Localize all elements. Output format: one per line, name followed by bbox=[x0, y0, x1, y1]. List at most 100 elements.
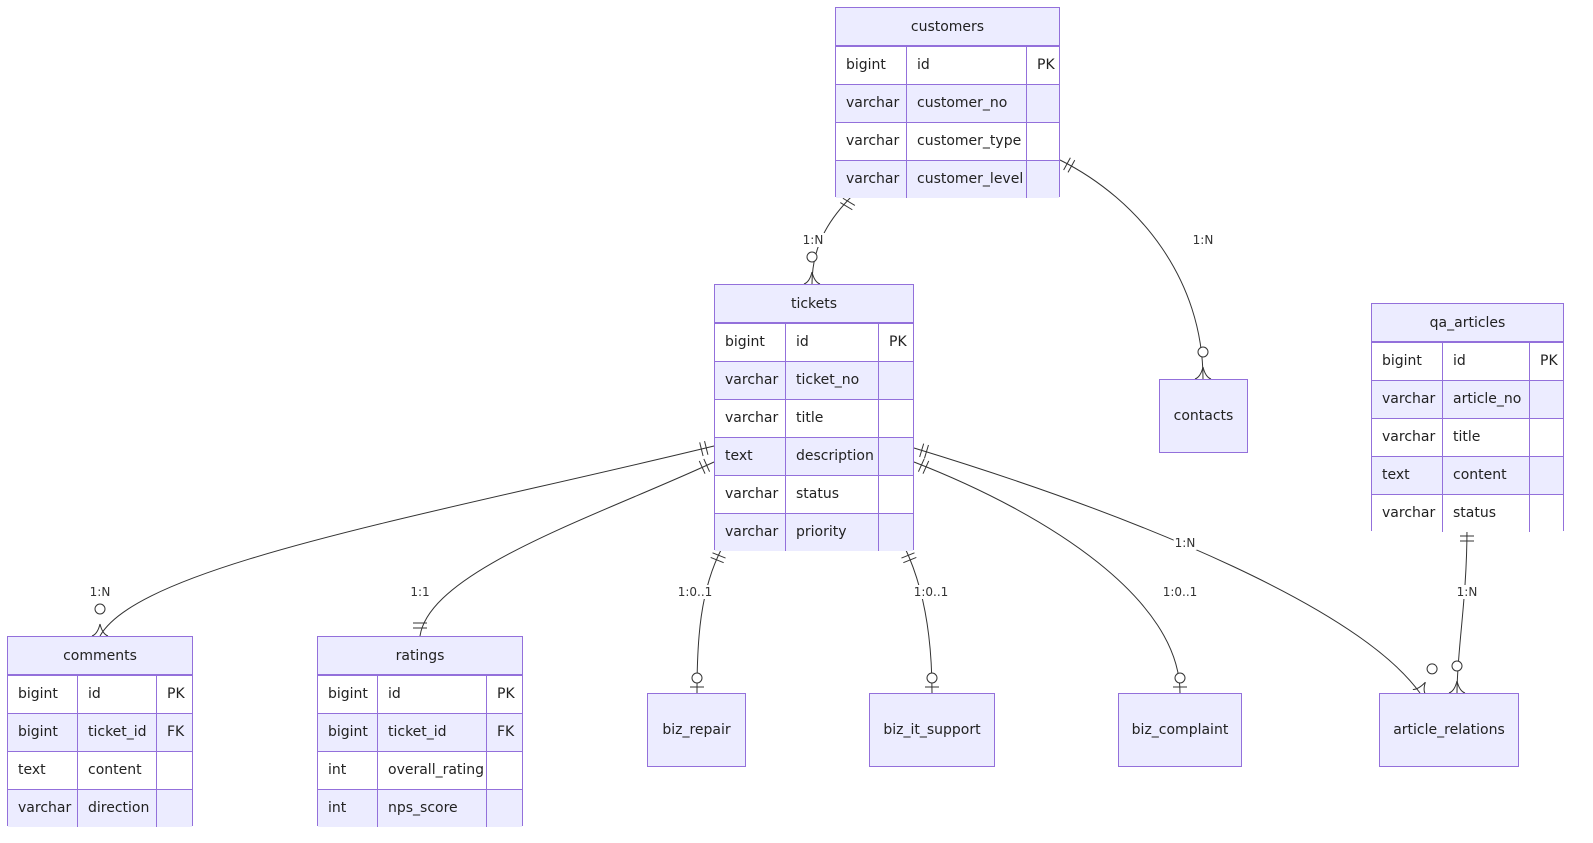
attribute-key bbox=[1026, 161, 1061, 198]
attribute-type: varchar bbox=[846, 171, 900, 187]
attribute-name: nps_score bbox=[377, 790, 486, 827]
attribute-type: varchar bbox=[1382, 391, 1436, 407]
attribute-key: PK bbox=[1529, 343, 1565, 380]
entity-biz-repair[interactable]: biz_repair bbox=[647, 693, 746, 767]
cardinality-marker-zero-or-many bbox=[91, 603, 109, 637]
entity-contacts[interactable]: contacts bbox=[1159, 379, 1248, 453]
attribute-name: id bbox=[1442, 343, 1529, 380]
relationship-label: 1:N bbox=[801, 233, 825, 247]
relationship-line bbox=[811, 194, 854, 285]
entity-biz-complaint[interactable]: biz_complaint bbox=[1118, 693, 1242, 767]
cardinality-marker-zero-or-one bbox=[1173, 672, 1187, 688]
attribute-name: ticket_id bbox=[77, 714, 156, 751]
entity-title: tickets bbox=[715, 285, 913, 323]
attribute-type: varchar bbox=[725, 486, 779, 502]
relationship-label: 1:N bbox=[1455, 585, 1479, 599]
relationship-line bbox=[99, 445, 715, 637]
attribute-key bbox=[1529, 419, 1565, 456]
cardinality-marker-one bbox=[1063, 157, 1076, 173]
attribute-key bbox=[878, 400, 915, 437]
attribute-type: varchar bbox=[725, 524, 779, 540]
attribute-type: bigint bbox=[725, 334, 765, 350]
entity-biz-it-support[interactable]: biz_it_support bbox=[869, 693, 995, 767]
entity-title: qa_articles bbox=[1372, 304, 1563, 342]
cardinality-marker-zero-or-many bbox=[803, 251, 821, 285]
attribute-name: ticket_no bbox=[785, 362, 878, 399]
attribute-name: ticket_id bbox=[377, 714, 486, 751]
attribute-key: FK bbox=[156, 714, 194, 751]
attribute-key bbox=[878, 476, 915, 513]
attribute-key bbox=[1529, 457, 1565, 494]
attribute-name: content bbox=[77, 752, 156, 789]
attribute-name: id bbox=[906, 47, 1026, 84]
attribute-type: bigint bbox=[846, 57, 886, 73]
attribute-key: PK bbox=[1026, 47, 1061, 84]
relationship-label: 1:0..1 bbox=[1161, 585, 1199, 599]
attribute-name: description bbox=[785, 438, 878, 475]
attribute-key bbox=[878, 514, 915, 551]
cardinality-marker-one bbox=[840, 197, 856, 211]
attribute-row: text description bbox=[715, 437, 913, 475]
attribute-name: customer_type bbox=[906, 123, 1026, 160]
attribute-name: id bbox=[77, 676, 156, 713]
relationship-label: 1:N bbox=[1173, 536, 1197, 550]
cardinality-marker-one bbox=[710, 552, 726, 564]
cardinality-marker-zero-or-one bbox=[690, 672, 704, 688]
attribute-key bbox=[1026, 85, 1061, 122]
attribute-key bbox=[1026, 123, 1061, 160]
entity-article-relations[interactable]: article_relations bbox=[1379, 693, 1519, 767]
cardinality-marker-one bbox=[698, 458, 711, 474]
cardinality-marker-one bbox=[901, 552, 917, 564]
attribute-key bbox=[156, 752, 194, 789]
attribute-name: id bbox=[377, 676, 486, 713]
cardinality-marker-one bbox=[919, 443, 929, 459]
attribute-name: priority bbox=[785, 514, 878, 551]
attribute-key bbox=[486, 752, 524, 789]
attribute-name: article_no bbox=[1442, 381, 1529, 418]
attribute-type: varchar bbox=[846, 133, 900, 149]
attribute-type: varchar bbox=[846, 95, 900, 111]
relationship-line bbox=[1456, 527, 1468, 694]
attribute-type: text bbox=[725, 448, 753, 464]
cardinality-marker-one bbox=[917, 458, 930, 474]
relationship-label: 1:0..1 bbox=[912, 585, 950, 599]
attribute-type: varchar bbox=[725, 410, 779, 426]
attribute-row: varchar customer_level bbox=[836, 160, 1059, 198]
entity-title: comments bbox=[8, 637, 192, 675]
attribute-name: id bbox=[785, 324, 878, 361]
attribute-row: varchar article_no bbox=[1372, 380, 1563, 418]
cardinality-marker-zero-or-many bbox=[1194, 346, 1212, 380]
attribute-key: PK bbox=[878, 324, 915, 361]
entity-title: article_relations bbox=[1393, 722, 1505, 738]
cardinality-marker-zero-or-one bbox=[925, 672, 939, 688]
relationship-line bbox=[913, 461, 1181, 694]
relationship-line bbox=[904, 547, 933, 694]
attribute-name: title bbox=[1442, 419, 1529, 456]
attribute-key bbox=[1529, 381, 1565, 418]
attribute-type: varchar bbox=[18, 800, 72, 816]
attribute-key bbox=[486, 790, 524, 827]
attribute-type: varchar bbox=[1382, 505, 1436, 521]
attribute-key bbox=[156, 790, 194, 827]
attribute-type: bigint bbox=[1382, 353, 1422, 369]
attribute-type: bigint bbox=[18, 686, 58, 702]
attribute-name: customer_level bbox=[906, 161, 1026, 198]
relationship-label: 1:0..1 bbox=[676, 585, 714, 599]
